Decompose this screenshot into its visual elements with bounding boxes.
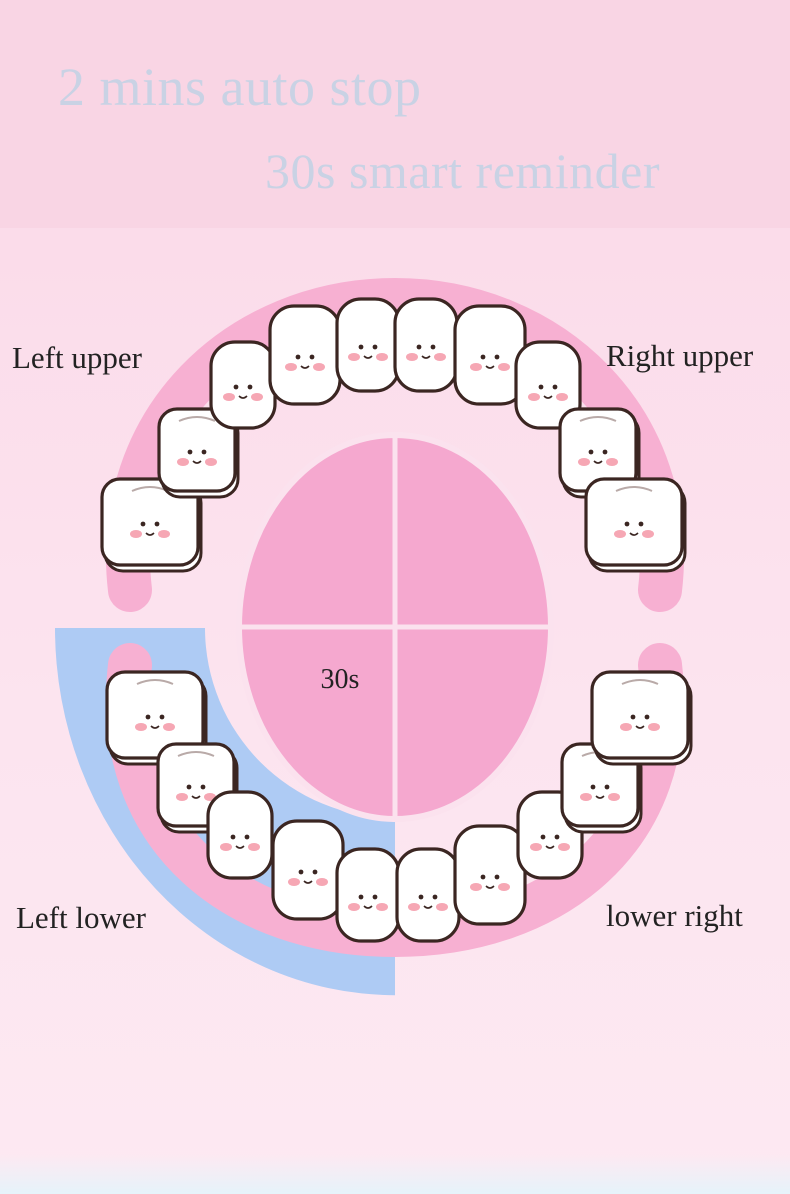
tooth-4 [268,304,342,406]
bottom-gradient [0,1154,790,1194]
headline-smart-reminder: 30s smart reminder [265,143,661,199]
tooth-17 [453,824,527,926]
tooth-8 [514,340,582,430]
label-lower-right: lower right [606,898,743,933]
headline-auto-stop: 2 mins auto stop [58,57,422,117]
label-left-upper: Left upper [12,340,142,375]
tooth-1 [100,477,203,573]
tooth-5 [335,297,401,393]
tooth-3 [209,340,277,430]
tooth-16 [395,847,461,943]
label-left-lower: Left lower [16,900,146,935]
tooth-15 [335,847,401,943]
tooth-6 [393,297,459,393]
tooth-10 [584,477,687,573]
tooth-2 [157,407,240,499]
tooth-13 [206,790,274,880]
timer-label: 30s [320,664,360,695]
tooth-9 [558,407,641,499]
quadrant-ellipse [236,432,554,822]
label-right-upper: Right upper [606,338,754,373]
tooth-20 [590,670,693,766]
teeth-group [100,297,693,943]
tooth-14 [271,819,345,921]
header-band [0,0,790,228]
